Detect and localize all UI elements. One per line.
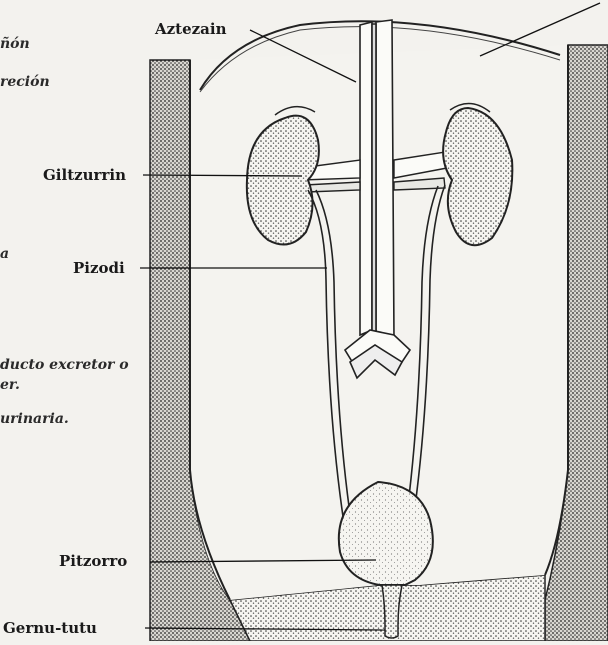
label-pitzorro: Pitzorro <box>59 552 127 570</box>
margin-text-4: ducto excretor o <box>0 357 129 373</box>
label-pizodi: Pizodi <box>73 259 125 277</box>
margin-text-1: ñón <box>0 36 30 52</box>
margin-text-3: a <box>0 246 9 262</box>
margin-text-5: er. <box>0 377 20 393</box>
label-giltzurrin: Giltzurrin <box>43 166 126 184</box>
margin-text-2: reción <box>0 74 50 90</box>
margin-text-6: urinaria. <box>0 411 69 427</box>
label-aztezain: Aztezain <box>155 20 226 38</box>
label-gernu-tutu: Gernu-tutu <box>3 619 97 637</box>
